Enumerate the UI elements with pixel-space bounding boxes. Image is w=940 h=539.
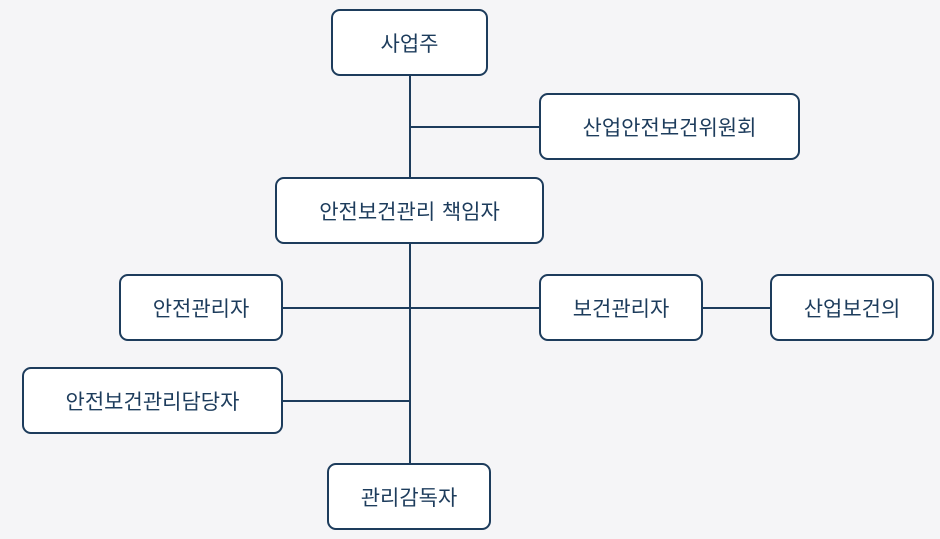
node-safety-health-committee: 산업안전보건위원회 <box>539 93 800 160</box>
node-health-manager: 보건관리자 <box>539 274 703 341</box>
node-supervisor: 관리감독자 <box>327 463 491 530</box>
node-safety-health-chief-manager: 안전보건관리 책임자 <box>275 177 544 244</box>
node-occupational-doctor: 산업보건의 <box>770 274 934 341</box>
node-safety-manager: 안전관리자 <box>119 274 283 341</box>
node-safety-health-officer: 안전보건관리담당자 <box>22 367 283 434</box>
node-business-owner: 사업주 <box>331 9 488 76</box>
